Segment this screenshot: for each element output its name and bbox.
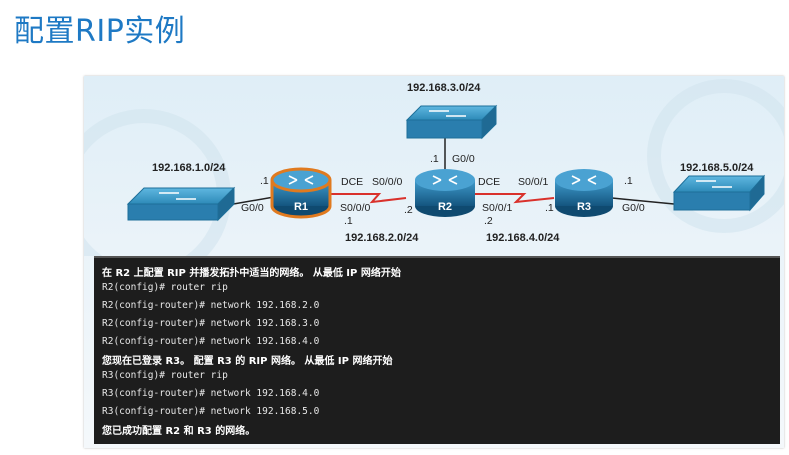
link-r3-lan [611, 197, 675, 205]
topology-panel: R1 R2 R3 192.168.1.0/24 192.168.3.0/24 1… [84, 76, 784, 448]
network-label-lan3: 192.168.3.0/24 [407, 82, 481, 94]
terminal-line: 在 R2 上配置 RIP 并播发拓扑中适当的网络。 从最低 IP 网络开始 [102, 268, 401, 279]
r3-s001-label: S0/0/1 [518, 176, 549, 188]
network-label-link-r1-r2: 192.168.2.0/24 [345, 232, 419, 244]
switch-icon-lan5 [672, 174, 766, 212]
network-label-link-r2-r3: 192.168.4.0/24 [486, 232, 560, 244]
terminal-line: 您现在已登录 R3。 配置 R3 的 RIP 网络。 从最低 IP 网络开始 [102, 356, 393, 367]
r1-g00-host-label: .1 [260, 175, 269, 187]
router-name-r1: R1 [294, 201, 308, 213]
r1-g00-label: G0/0 [241, 202, 264, 214]
router-icon-r3 [555, 169, 613, 217]
r1-s000-label: S0/0/0 [340, 202, 371, 214]
router-icon-r1 [270, 167, 332, 219]
terminal-line: R3(config)# router rip [102, 370, 228, 381]
page-title: 配置RIP实例 [14, 14, 186, 49]
switch-icon-lan1 [126, 186, 236, 222]
r2-s000-label: S0/0/0 [372, 176, 403, 188]
terminal-line: R2(config)# router rip [102, 282, 228, 293]
network-label-lan5: 192.168.5.0/24 [680, 162, 754, 174]
terminal-line: R3(config-router)# network 192.168.4.0 [102, 388, 320, 399]
terminal-line: R2(config-router)# network 192.168.2.0 [102, 300, 320, 311]
router-name-r3: R3 [577, 201, 591, 213]
r2-g00-host-label: .1 [430, 153, 439, 165]
network-label-lan1: 192.168.1.0/24 [152, 162, 226, 174]
r3-g00-host-label: .1 [624, 175, 633, 187]
r2-serial-left-host-label: .2 [404, 204, 413, 216]
serial-link-r2-r3 [468, 193, 555, 204]
router-icon-r2 [415, 169, 475, 217]
r2-s001-label: S0/0/1 [482, 202, 513, 214]
r2-serial-right-host-label: .2 [484, 215, 493, 227]
r2-g00-label: G0/0 [452, 153, 475, 165]
network-topology-diagram: R1 R2 R3 192.168.1.0/24 192.168.3.0/24 1… [84, 79, 784, 256]
terminal-line: R2(config-router)# network 192.168.3.0 [102, 318, 320, 329]
serial-link-r1-r2 [328, 193, 407, 204]
terminal-line: 您已成功配置 R2 和 R3 的网络。 [102, 426, 256, 437]
r3-serial-host-label: .1 [545, 202, 554, 214]
switch-icon-lan3 [405, 104, 498, 140]
router-name-r2: R2 [438, 201, 452, 213]
terminal-line: R3(config-router)# network 192.168.5.0 [102, 406, 320, 417]
r1-dce-label: DCE [341, 176, 363, 188]
cli-terminal: 在 R2 上配置 RIP 并播发拓扑中适当的网络。 从最低 IP 网络开始 R2… [94, 256, 780, 444]
r2-dce-label: DCE [478, 176, 500, 188]
terminal-line: R2(config-router)# network 192.168.4.0 [102, 336, 320, 347]
r1-serial-host-label: .1 [344, 215, 353, 227]
r3-g00-label: G0/0 [622, 202, 645, 214]
